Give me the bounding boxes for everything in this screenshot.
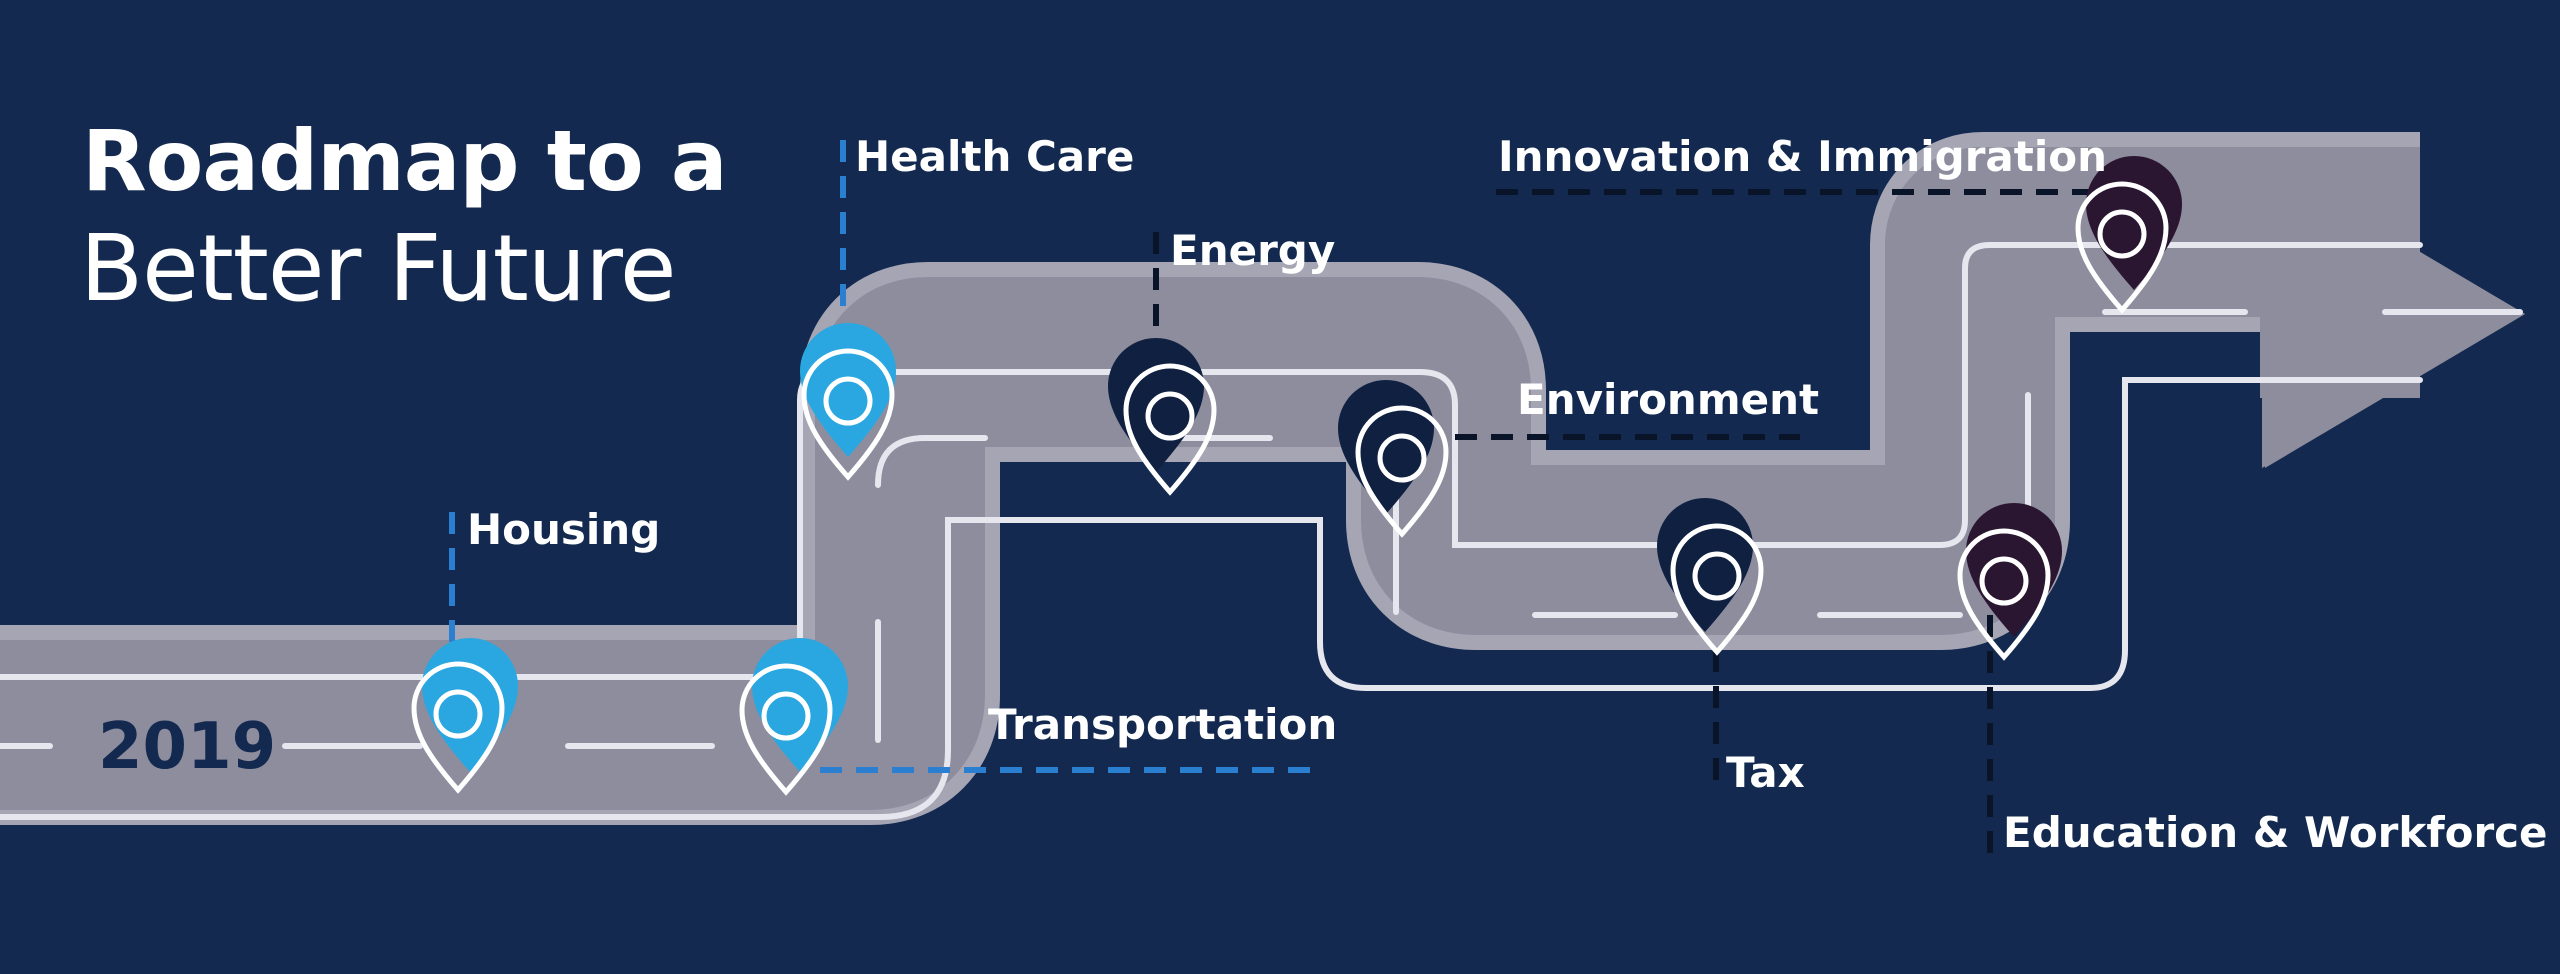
pin-ring xyxy=(1377,433,1427,483)
pin-outline xyxy=(1957,528,2051,661)
lane-dash-5 xyxy=(875,435,988,488)
pin-education xyxy=(1957,503,2062,661)
title-line-1: Roadmap to a xyxy=(82,112,728,210)
pin-ring xyxy=(1692,551,1742,601)
pin-outline xyxy=(1355,405,1449,538)
pin-housing xyxy=(411,638,518,794)
pin-outline xyxy=(2075,181,2169,314)
pin-ring xyxy=(823,376,873,426)
label-transportation: Transportation xyxy=(988,700,1338,749)
pin-outline xyxy=(1670,523,1764,656)
label-energy: Energy xyxy=(1170,226,1336,275)
label-environment: Environment xyxy=(1517,375,1820,424)
pin-ring xyxy=(1145,391,1195,441)
pin-outline xyxy=(411,661,505,794)
pin-energy xyxy=(1108,338,1217,496)
pin-ring xyxy=(2097,209,2147,259)
pin-outline xyxy=(1123,363,1217,496)
pin-ring xyxy=(433,689,483,739)
pin-environment xyxy=(1338,380,1449,538)
pins xyxy=(411,156,2182,796)
label-education-workforce: Education & Workforce xyxy=(2003,808,2548,857)
connectors xyxy=(449,140,2110,855)
title-line-2: Better Future xyxy=(80,215,677,322)
label-innovation-immigration: Innovation & Immigration xyxy=(1498,132,2107,181)
pin-outline xyxy=(801,348,895,481)
pin-body xyxy=(1966,503,2062,637)
label-health-care: Health Care xyxy=(855,132,1135,181)
pin-ring xyxy=(761,691,811,741)
pin-innovation xyxy=(2075,156,2182,314)
pin-tax xyxy=(1657,498,1764,656)
pin-ring xyxy=(1979,556,2029,606)
label-housing: Housing xyxy=(467,505,661,554)
start-year: 2019 xyxy=(98,710,277,784)
pin-outline xyxy=(739,663,833,796)
lane-edge-line xyxy=(0,377,2423,820)
pin-health-care xyxy=(800,323,896,481)
pin-transportation xyxy=(739,638,848,796)
label-tax: Tax xyxy=(1726,748,1805,797)
